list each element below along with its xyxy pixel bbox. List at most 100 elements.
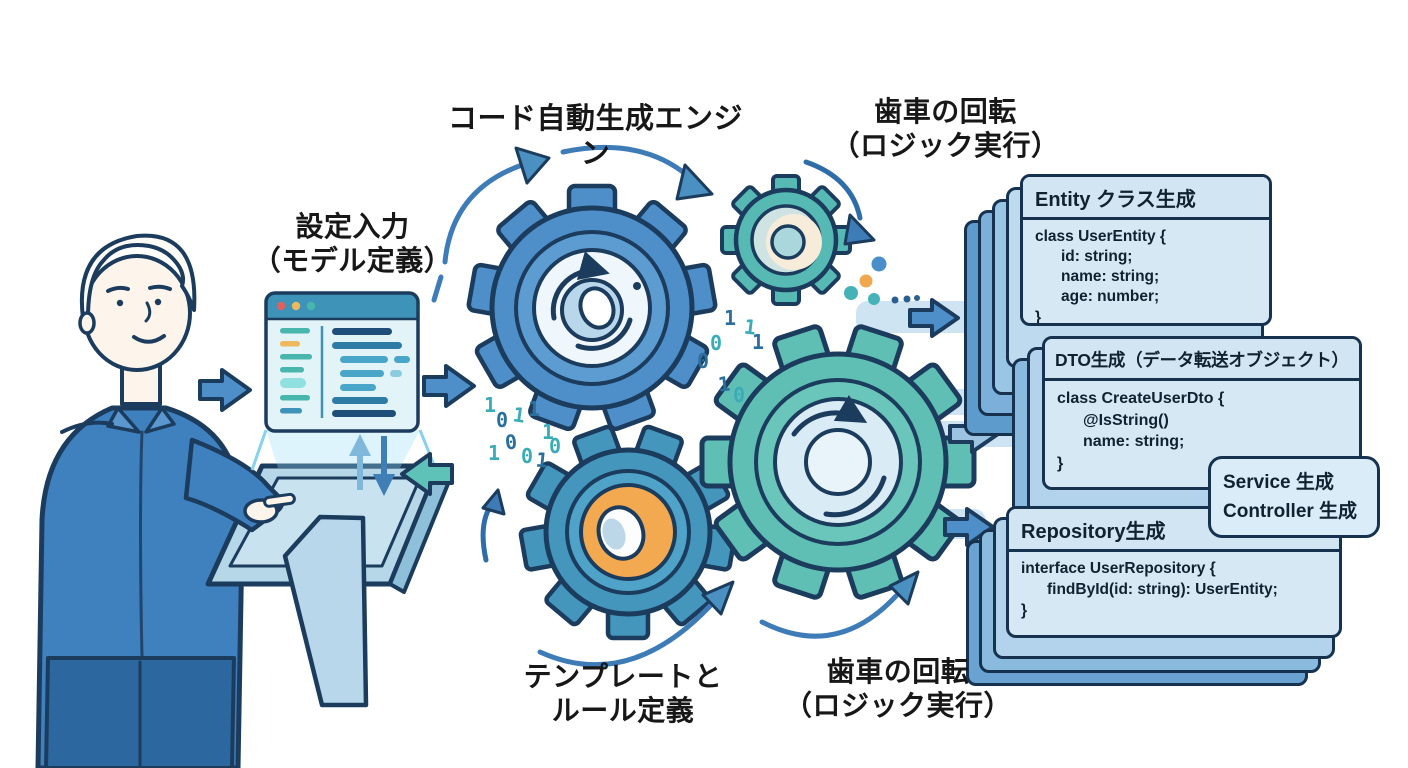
binary-digit: 0 bbox=[697, 349, 710, 373]
code-line: } bbox=[1057, 454, 1064, 472]
code-line: class UserEntity { bbox=[1035, 228, 1166, 245]
flow-arrow-editor-to-engine bbox=[422, 364, 476, 408]
entity-card: Entity クラス生成 class UserEntity { id: stri… bbox=[1020, 174, 1272, 326]
hologram-projection bbox=[250, 429, 438, 496]
gear-blue-large bbox=[466, 183, 718, 432]
code-line: class CreateUserDto { bbox=[1057, 390, 1225, 407]
binary-digit: 1 bbox=[724, 306, 737, 330]
person-eyebrow bbox=[148, 284, 172, 291]
binary-digit: 0 bbox=[549, 434, 562, 458]
person-nose bbox=[144, 301, 152, 323]
label-line: ルール定義 bbox=[551, 695, 695, 727]
shirt-fold bbox=[60, 420, 114, 434]
dto-card-code: class CreateUserDto { @IsString() name: … bbox=[1045, 381, 1359, 481]
label-gear-rotation-top: 歯車の回転 （ロジック実行） bbox=[818, 95, 1073, 163]
shirt-collar bbox=[144, 406, 176, 434]
dto-card-title: DTO生成（データ転送オブジェクト） bbox=[1045, 339, 1359, 381]
code-line: } bbox=[1021, 601, 1028, 619]
binary-digit: 1 bbox=[752, 330, 765, 354]
kiosk-stand bbox=[282, 514, 369, 708]
rotation-arc-inner bbox=[791, 394, 868, 437]
code-line: age: number; bbox=[1061, 288, 1160, 306]
flow-arrow-feedback-to-editor bbox=[400, 452, 454, 496]
person-face bbox=[82, 254, 192, 372]
window-button-teal-icon bbox=[306, 301, 316, 311]
binary-digit: 0 bbox=[496, 408, 509, 432]
pointing-finger bbox=[263, 492, 296, 508]
binary-digit: 1 bbox=[528, 397, 541, 421]
arc-arrowhead-icon bbox=[514, 146, 551, 185]
rotation-arc-inner bbox=[823, 475, 887, 518]
shirt-collar bbox=[106, 406, 141, 434]
editor-sidebar-bars bbox=[280, 328, 312, 414]
editor-frame bbox=[264, 291, 420, 433]
binary-digit: 1 bbox=[542, 420, 555, 444]
label-generation-engine: コード自動生成エンジン bbox=[438, 102, 753, 173]
code-line: interface UserRepository { bbox=[1021, 560, 1216, 577]
beam-edge bbox=[250, 429, 268, 471]
binary-digit: 1 bbox=[716, 371, 732, 397]
gear-teal-large bbox=[699, 324, 977, 600]
label-line: 歯車の回転 bbox=[874, 96, 1017, 127]
code-line: } bbox=[1035, 308, 1042, 326]
binary-digit: 0 bbox=[521, 444, 534, 468]
person-eye bbox=[116, 299, 124, 307]
label-line: （ロジック実行） bbox=[831, 130, 1060, 162]
window-button-red-icon bbox=[276, 301, 286, 311]
person-arm bbox=[183, 437, 296, 533]
code-line: name: string; bbox=[1061, 268, 1160, 286]
arc-arrowhead-icon bbox=[888, 570, 920, 606]
shirt-placket bbox=[139, 430, 144, 658]
service-card-line: Controller 生成 bbox=[1223, 501, 1358, 523]
label-line: （モデル定義） bbox=[252, 245, 453, 277]
service-controller-card: Service 生成 Controller 生成 bbox=[1208, 456, 1380, 538]
entity-card-title: Entity クラス生成 bbox=[1023, 177, 1269, 220]
label-gear-rotation-bottom: 歯車の回転 （ロジック実行） bbox=[763, 655, 1033, 723]
code-editor-window bbox=[264, 291, 420, 433]
gear-teal-small bbox=[720, 174, 852, 306]
binary-digit: 1 bbox=[534, 447, 550, 473]
sync-up-arrowhead-icon bbox=[349, 434, 371, 456]
binary-digit: 1 bbox=[484, 393, 497, 417]
arc-arrowhead-icon bbox=[481, 488, 506, 516]
binary-digit: 0 bbox=[733, 383, 746, 407]
label-template-rules: テンプレートと ルール定義 bbox=[493, 660, 753, 728]
repository-card-code: interface UserRepository { findById(id: … bbox=[1009, 552, 1339, 629]
binary-digit: 1 bbox=[488, 441, 501, 465]
binary-digit: 0 bbox=[710, 331, 723, 355]
code-line: id: string; bbox=[1061, 248, 1133, 266]
dto-card: DTO生成（データ転送オブジェクト） class CreateUserDto {… bbox=[1042, 336, 1362, 490]
repository-card: Repository生成 interface UserRepository { … bbox=[1006, 506, 1342, 638]
code-line: findById(id: string): UserEntity; bbox=[1047, 580, 1278, 598]
flow-arrow-person-to-editor bbox=[198, 368, 252, 412]
label-line: コード自動生成エンジン bbox=[447, 103, 743, 171]
sync-down-arrowhead-icon bbox=[373, 474, 395, 496]
code-line: name: string; bbox=[1083, 433, 1185, 451]
label-line: テンプレートと bbox=[523, 661, 723, 692]
rotation-arcs-outer bbox=[431, 145, 920, 668]
label-settings-input: 設定入力 （モデル定義） bbox=[230, 210, 475, 278]
editor-titlebar bbox=[266, 293, 418, 319]
binary-digit: 0 bbox=[503, 429, 519, 455]
rotation-arc-inner bbox=[550, 251, 610, 321]
person-eye bbox=[154, 298, 162, 306]
person-eyebrow bbox=[106, 285, 130, 293]
entity-card-code: class UserEntity { id: string; name: str… bbox=[1023, 220, 1269, 326]
label-line: （ロジック実行） bbox=[783, 690, 1012, 722]
service-card-line: Service 生成 bbox=[1223, 472, 1334, 493]
code-line: @IsString() bbox=[1083, 411, 1169, 429]
arc-arrowhead-icon bbox=[843, 213, 876, 246]
label-line: 歯車の回転 bbox=[826, 656, 970, 687]
arc-arrowhead-icon bbox=[701, 580, 735, 616]
output-arrow-to-entity bbox=[908, 298, 960, 338]
person-ear bbox=[78, 311, 96, 335]
person-hair bbox=[79, 233, 197, 320]
arc-arrowhead-icon bbox=[675, 163, 714, 201]
label-line: 設定入力 bbox=[295, 211, 410, 242]
projection-beam bbox=[266, 430, 420, 468]
person-smile bbox=[132, 334, 166, 344]
editor-code-bars bbox=[332, 328, 410, 417]
rotation-arc-inner bbox=[575, 317, 633, 351]
